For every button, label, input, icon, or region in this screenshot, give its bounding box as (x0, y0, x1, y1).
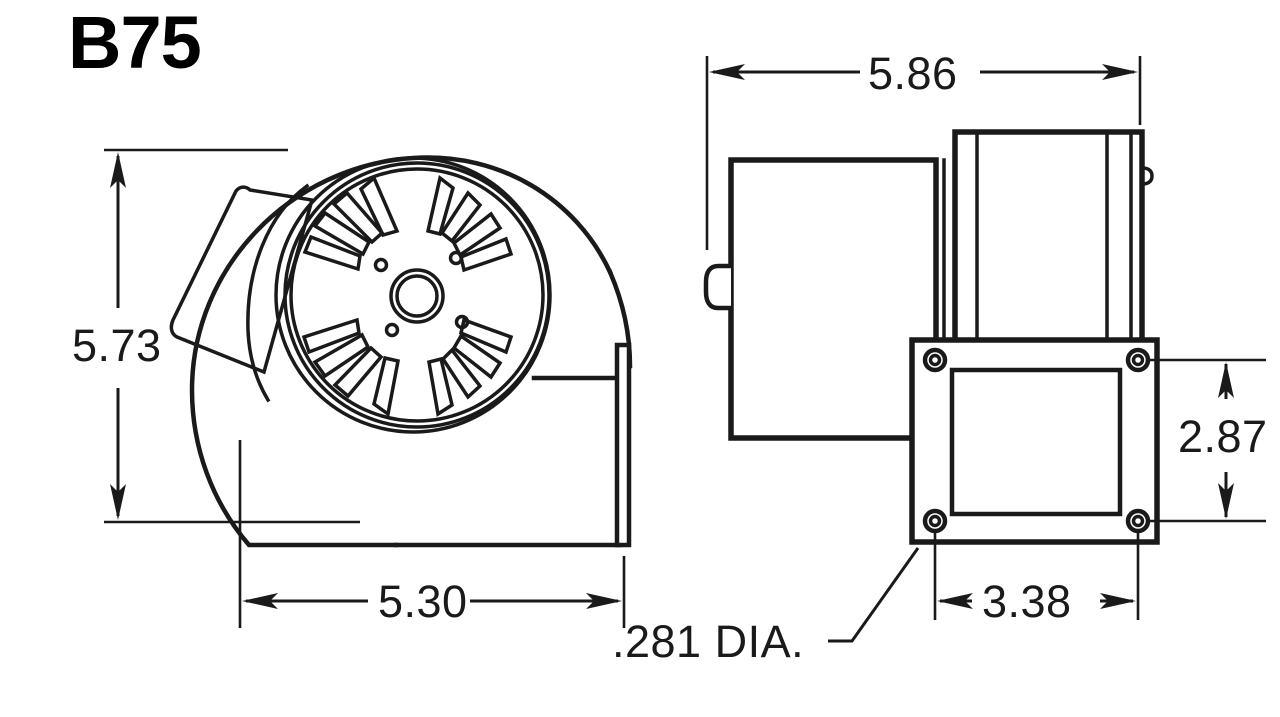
dimension-3-38: 3.38 (933, 531, 1140, 627)
motor-body (703, 157, 939, 441)
outlet-flange (614, 342, 632, 548)
page-title: B75 (68, 1, 201, 84)
arrowhead-left (242, 593, 278, 609)
arrowhead-left (937, 593, 973, 609)
housing-boss (1140, 166, 1154, 186)
note-label-hole-diameter: .281 DIA. (612, 616, 804, 667)
note-281-dia: .281 DIA. (612, 547, 920, 667)
dimension-5-73: 5.73 (72, 148, 360, 524)
arrowhead-down (1218, 483, 1234, 519)
dimension-5-30: 5.30 (238, 440, 626, 628)
arrowhead-right (1102, 64, 1138, 80)
hub-bolt-hole (454, 314, 470, 330)
mounting-hole-bottom-left (922, 508, 948, 534)
arrowhead-down (110, 484, 126, 520)
motor-scroll-shoulder (934, 158, 946, 347)
mounting-hole-bottom-right (1125, 508, 1151, 534)
arrowhead-up (110, 152, 126, 188)
outlet-opening (949, 367, 1123, 517)
hub-bolt-hole (384, 322, 400, 338)
inlet-venturi (169, 183, 315, 403)
mounting-flange (909, 337, 1160, 545)
side-view-group (703, 129, 1160, 545)
arrowhead-left (709, 64, 745, 80)
arrowhead-right (1100, 593, 1136, 609)
dimension-label-length: 5.86 (868, 48, 958, 99)
impeller-hub (373, 250, 470, 338)
dimension-label-height: 5.73 (72, 320, 162, 371)
dimension-5-86: 5.86 (705, 48, 1142, 250)
dimension-label-hole-horizontal: 3.38 (982, 576, 1072, 627)
dimension-label-depth: 5.30 (378, 576, 468, 627)
dimension-label-hole-vertical: 2.87 (1178, 411, 1268, 462)
housing-inner-rim (274, 156, 552, 434)
mounting-holes (922, 347, 1151, 534)
dimension-2-87: 2.87 (1149, 358, 1268, 523)
leader-line (828, 547, 920, 643)
hub-bolt-hole (373, 257, 389, 273)
arrowhead-up (1218, 362, 1234, 398)
outlet-duct (393, 375, 623, 548)
impeller-blade-slots (301, 174, 514, 418)
wire-grommet (703, 263, 734, 311)
hub-bolt-hole (448, 250, 464, 266)
arrowhead-right (586, 593, 622, 609)
mounting-hole-top-left (922, 347, 948, 373)
scroll-housing-side (952, 129, 1154, 350)
front-view-group (169, 155, 633, 548)
mounting-hole-top-right (1125, 347, 1151, 373)
